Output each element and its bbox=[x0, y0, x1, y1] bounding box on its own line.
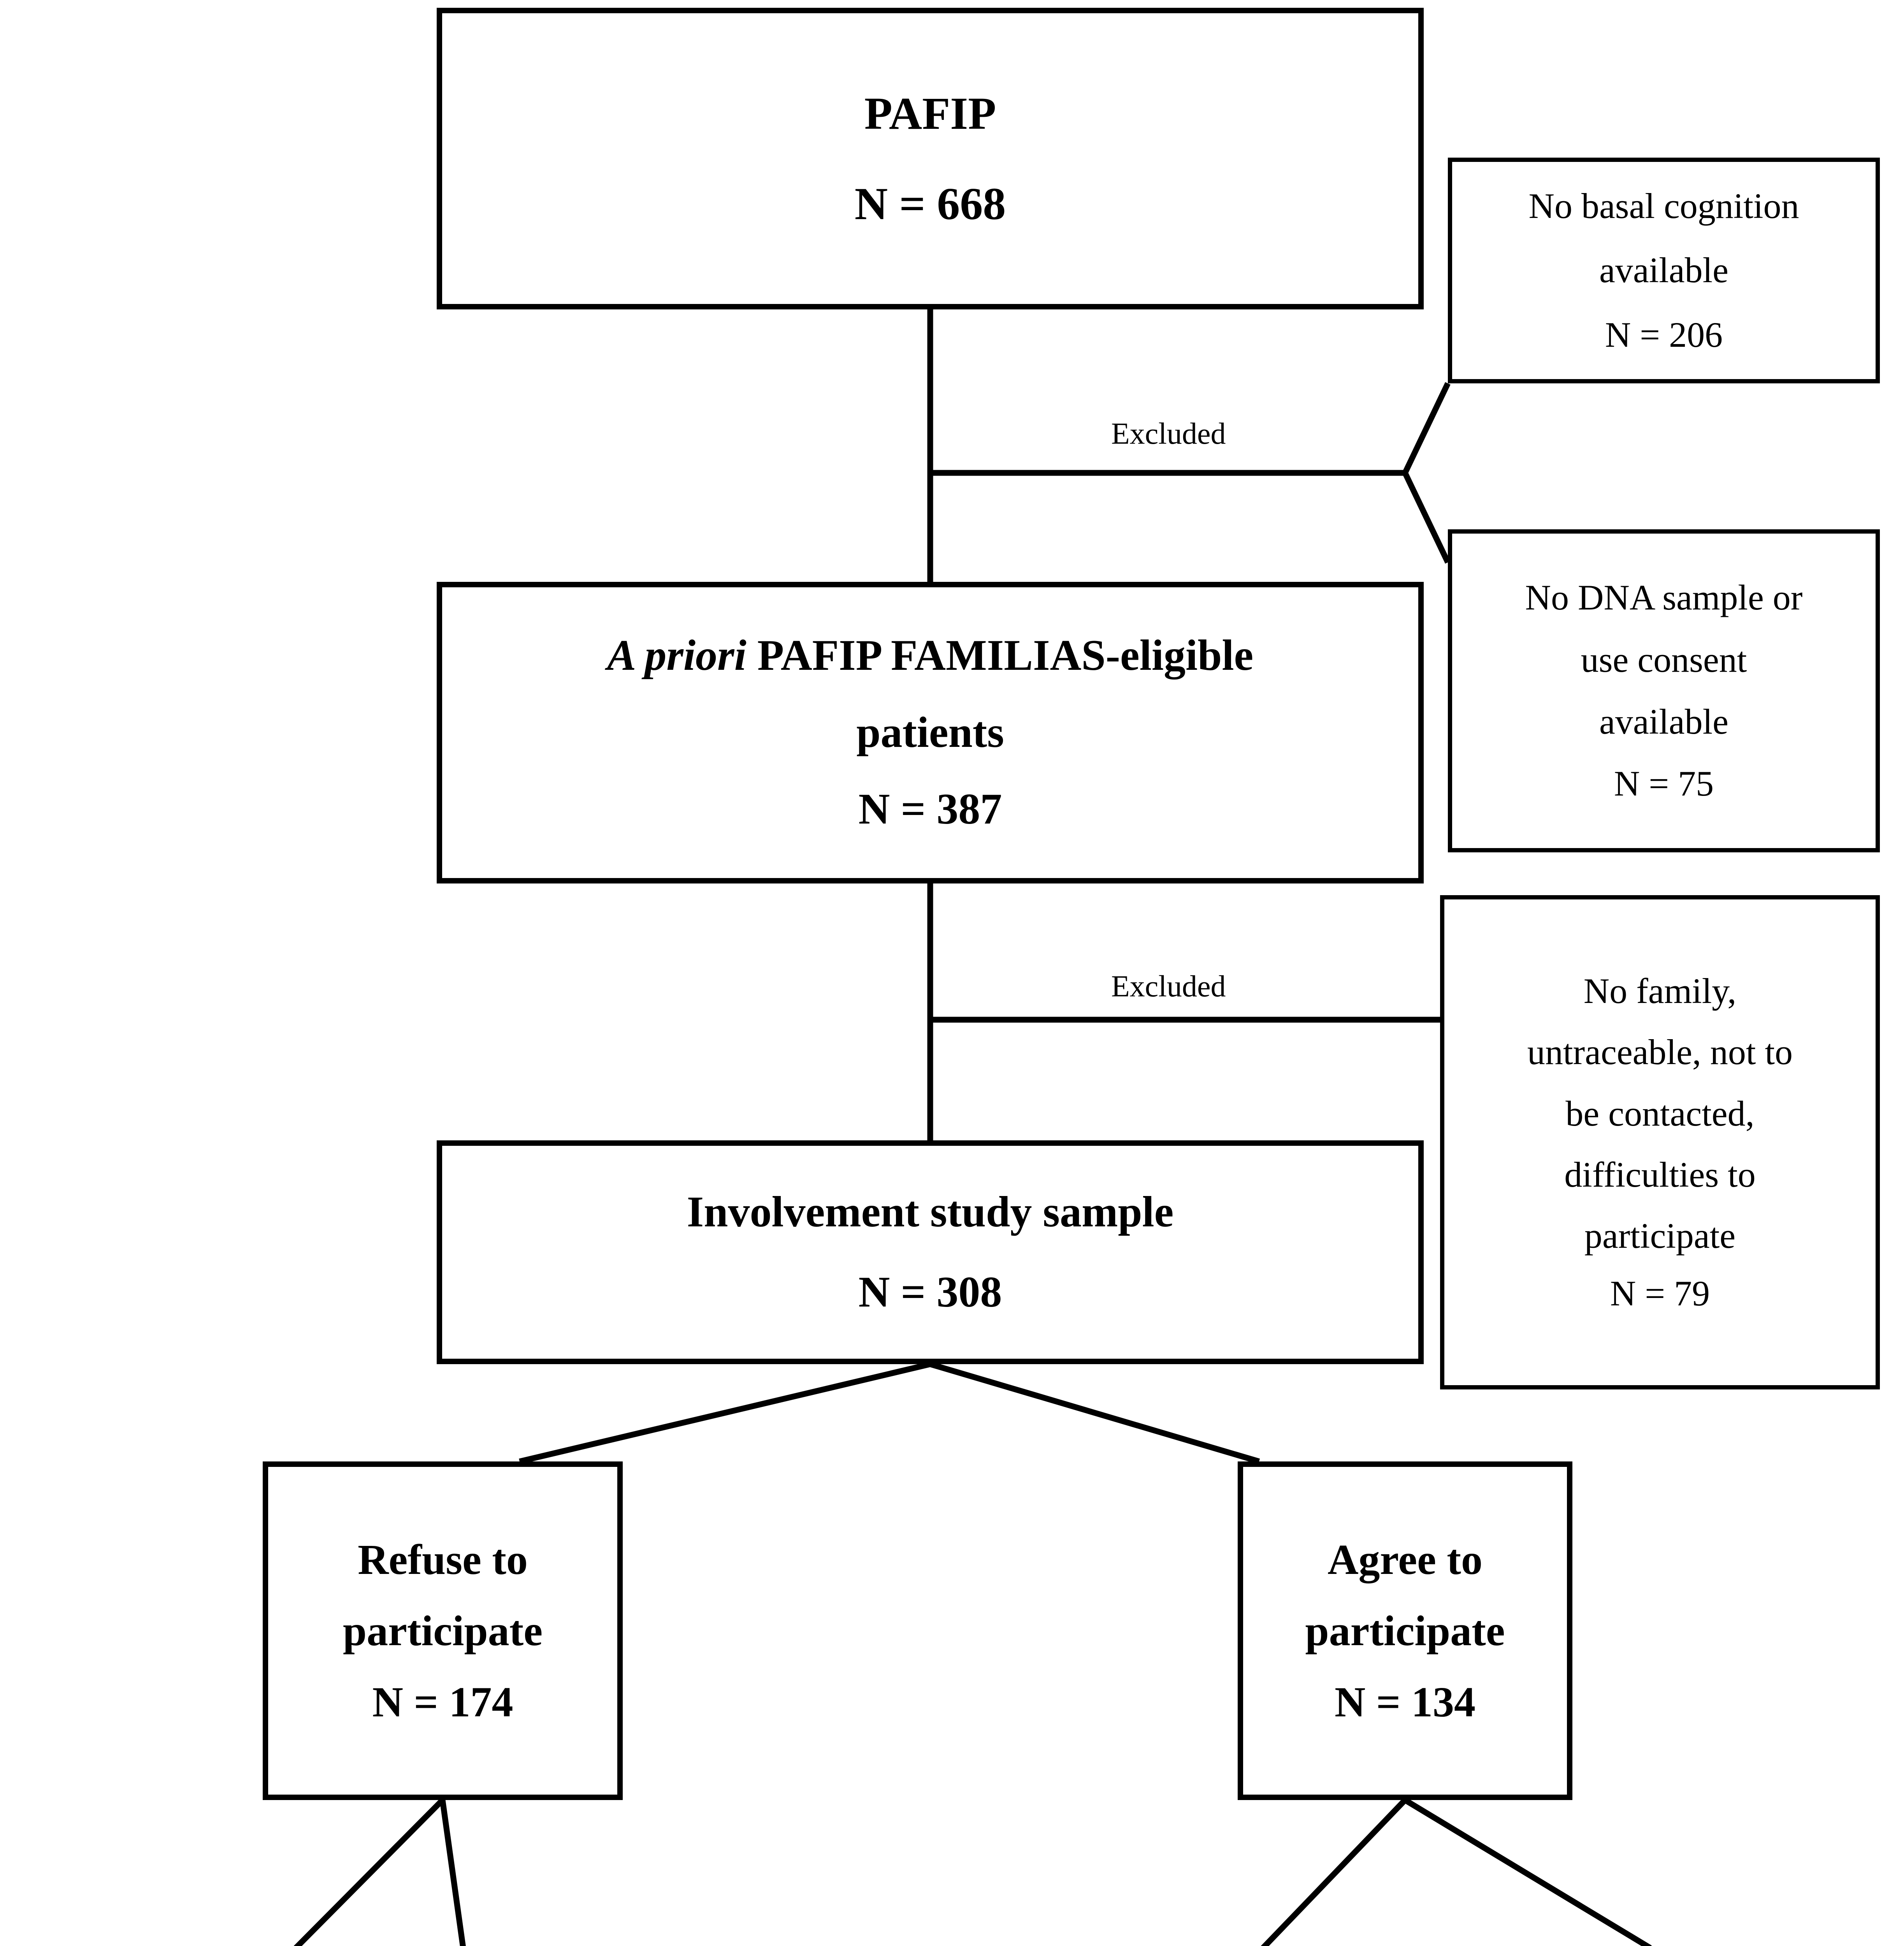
node-excl-dna-line1: No DNA sample or bbox=[1525, 578, 1803, 618]
node-eligible-line3: N = 387 bbox=[858, 785, 1002, 834]
node-excl-family-line1: No family, bbox=[1583, 971, 1737, 1011]
wire-agree-to-men bbox=[1261, 1798, 1407, 1946]
node-refuse-line2: participate bbox=[343, 1607, 543, 1654]
node-eligible-line1-italic: A priori bbox=[607, 631, 746, 680]
node-agree-line1: Agree to bbox=[1327, 1535, 1483, 1583]
wire-involvement-to-refuse bbox=[519, 1361, 931, 1465]
node-excl-dna-line4: N = 75 bbox=[1614, 764, 1714, 804]
node-apriori-eligible-patients[interactable]: A priori PAFIP FAMILIAS-eligible patient… bbox=[437, 582, 1424, 883]
node-pafip[interactable]: PAFIP N = 668 bbox=[437, 8, 1424, 309]
node-excluded-no-family[interactable]: No family, untraceable, not to be contac… bbox=[1440, 895, 1880, 1389]
wire-agree-to-women bbox=[1403, 1797, 1652, 1946]
node-involvement-study-sample[interactable]: Involvement study sample N = 308 bbox=[437, 1140, 1424, 1364]
node-refuse-to-participate[interactable]: Refuse to participate N = 174 bbox=[263, 1461, 623, 1800]
node-excluded-no-basal-cognition[interactable]: No basal cognition available N = 206 bbox=[1448, 158, 1880, 383]
node-excl-family-line6: N = 79 bbox=[1610, 1273, 1710, 1313]
node-excl-cognition-line3: N = 206 bbox=[1605, 314, 1723, 355]
node-agree-line2: participate bbox=[1305, 1607, 1505, 1654]
wire-refuse-to-men bbox=[293, 1798, 445, 1946]
node-pafip-line2: N = 668 bbox=[854, 178, 1006, 229]
node-excl-family-line4: difficulties to bbox=[1564, 1155, 1756, 1194]
node-eligible-line2: patients bbox=[856, 708, 1004, 757]
node-agree-to-participate[interactable]: Agree to participate N = 134 bbox=[1238, 1461, 1572, 1800]
node-excluded-no-dna-sample[interactable]: No DNA sample or use consent available N… bbox=[1448, 529, 1880, 852]
node-eligible-line1: A priori PAFIP FAMILIAS-eligible bbox=[442, 631, 1418, 680]
node-agree-line3: N = 134 bbox=[1334, 1678, 1476, 1726]
node-excl-dna-line2: use consent bbox=[1581, 639, 1747, 680]
node-excl-cognition-line1: No basal cognition bbox=[1528, 186, 1799, 226]
edge-label-excluded-1: Excluded bbox=[1111, 416, 1226, 450]
node-refuse-line3: N = 174 bbox=[372, 1678, 513, 1726]
node-excl-dna-line3: available bbox=[1599, 702, 1729, 741]
node-excl-cognition-line2: available bbox=[1599, 250, 1729, 290]
wire-refuse-to-women bbox=[439, 1799, 466, 1946]
node-involvement-line1: Involvement study sample bbox=[687, 1188, 1174, 1236]
node-refuse-line1: Refuse to bbox=[358, 1535, 528, 1583]
node-pafip-line1: PAFIP bbox=[864, 88, 996, 139]
node-excl-family-line5: participate bbox=[1584, 1216, 1736, 1256]
node-eligible-line1-rest: PAFIP FAMILIAS-eligible bbox=[746, 631, 1254, 680]
wire-excluded1-down bbox=[1402, 471, 1451, 564]
wire-involvement-to-agree bbox=[929, 1361, 1260, 1465]
node-involvement-line2: N = 308 bbox=[858, 1268, 1002, 1316]
node-excl-family-line2: untraceable, not to bbox=[1527, 1032, 1793, 1072]
node-excl-family-line3: be contacted, bbox=[1565, 1093, 1755, 1133]
edge-label-excluded-2: Excluded bbox=[1111, 969, 1226, 1003]
wire-excluded1-up bbox=[1402, 382, 1451, 474]
